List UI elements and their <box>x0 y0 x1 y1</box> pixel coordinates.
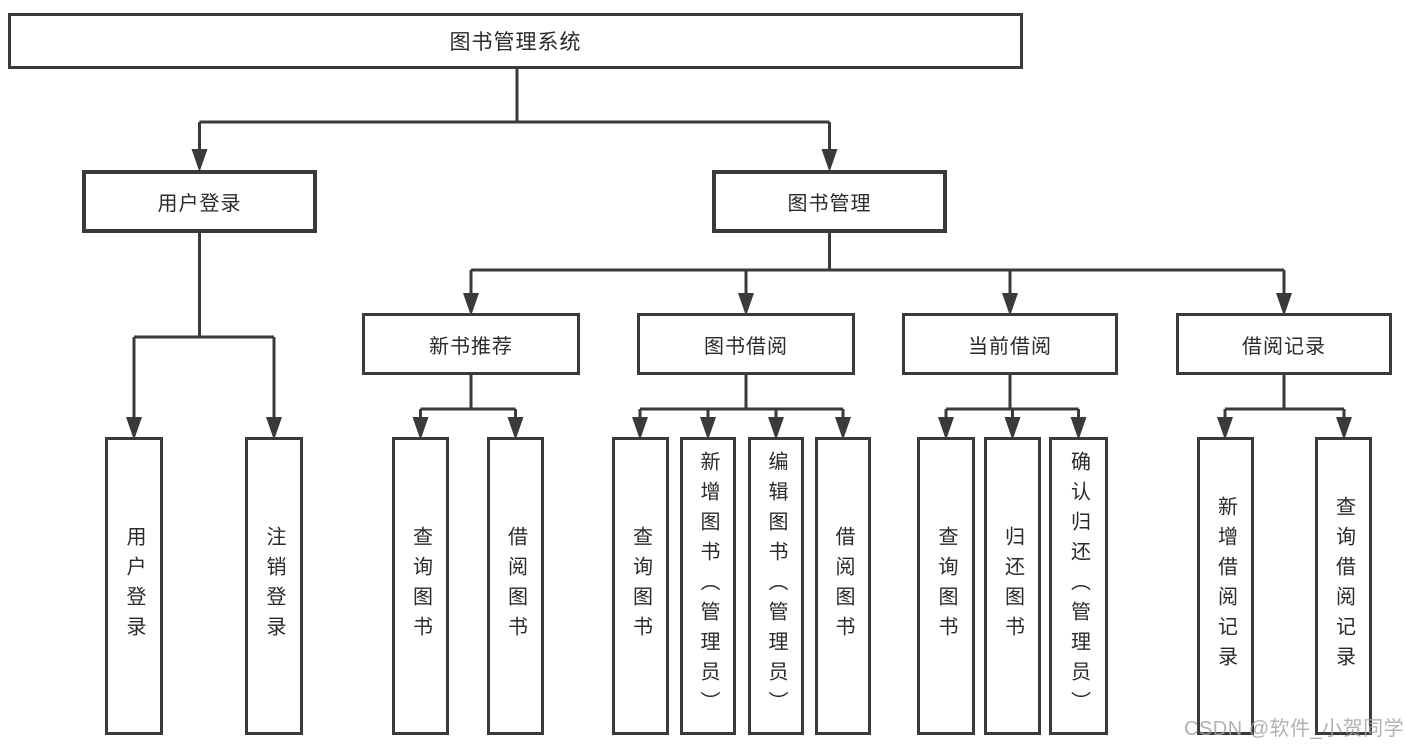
node-borrowing-records: 借阅记录 <box>1176 313 1392 375</box>
arrow-to-leaf-query-books-recommend-arrowhead-icon <box>412 417 429 440</box>
leaf-add-book-admin: 新增图书（管理员） <box>680 437 736 735</box>
arrow-to-leaf-edit-book-admin-arrowhead-icon <box>768 417 784 440</box>
node-book-borrowing: 图书借阅 <box>637 313 855 375</box>
arrow-to-book-management-arrowhead-icon <box>821 149 838 172</box>
node-library-management-system: 图书管理系统 <box>8 13 1023 69</box>
arrow-to-leaf-query-books-borrowing-arrowhead-icon <box>632 417 648 440</box>
arrow-to-leaf-add-book-admin-arrowhead-icon <box>700 417 716 440</box>
arrow-to-leaf-return-book-arrowhead-icon <box>1004 417 1021 440</box>
leaf-borrow-books-recommend: 借阅图书 <box>487 437 544 735</box>
watermark: CSDN @软件_小贺同学 <box>1184 718 1405 740</box>
arrow-to-new-book-recommend-arrowhead-icon <box>463 293 479 316</box>
arrow-to-leaf-borrow-books-borrowing-arrowhead-icon <box>835 417 851 440</box>
leaf-query-borrow-record: 查询借阅记录 <box>1315 437 1372 735</box>
leaf-borrow-books-borrowing: 借阅图书 <box>815 437 871 735</box>
node-current-borrowing: 当前借阅 <box>902 313 1118 375</box>
arrow-to-borrowing-records-arrowhead-icon <box>1276 293 1292 316</box>
node-user-login: 用户登录 <box>82 170 317 233</box>
leaf-return-book: 归还图书 <box>984 437 1041 735</box>
arrow-to-user-login-arrowhead-icon <box>191 149 208 172</box>
leaf-logout: 注销登录 <box>245 437 303 735</box>
arrow-to-leaf-user-login-arrowhead-icon <box>126 417 142 440</box>
leaf-user-login: 用户登录 <box>105 437 163 735</box>
arrow-to-leaf-add-borrow-record-arrowhead-icon <box>1217 417 1233 440</box>
arrow-to-current-borrowing-arrowhead-icon <box>1002 293 1018 316</box>
leaf-query-books-borrowing: 查询图书 <box>612 437 669 735</box>
arrow-to-leaf-query-borrow-record-arrowhead-icon <box>1336 417 1352 440</box>
leaf-query-books-recommend: 查询图书 <box>392 437 449 735</box>
node-new-book-recommend: 新书推荐 <box>362 313 580 375</box>
leaf-confirm-return-admin: 确认归还（管理员） <box>1049 437 1108 735</box>
leaf-query-books-current: 查询图书 <box>917 437 975 735</box>
arrow-to-leaf-logout-arrowhead-icon <box>266 417 282 440</box>
leaf-add-borrow-record: 新增借阅记录 <box>1197 437 1254 735</box>
arrow-to-book-borrowing-arrowhead-icon <box>738 293 754 316</box>
arrow-to-leaf-query-books-current-arrowhead-icon <box>938 417 954 440</box>
arrow-to-leaf-confirm-return-admin-arrowhead-icon <box>1070 417 1087 440</box>
leaf-edit-book-admin: 编辑图书（管理员） <box>748 437 804 735</box>
node-book-management: 图书管理 <box>712 170 947 233</box>
arrow-to-leaf-borrow-books-recommend-arrowhead-icon <box>507 417 524 440</box>
